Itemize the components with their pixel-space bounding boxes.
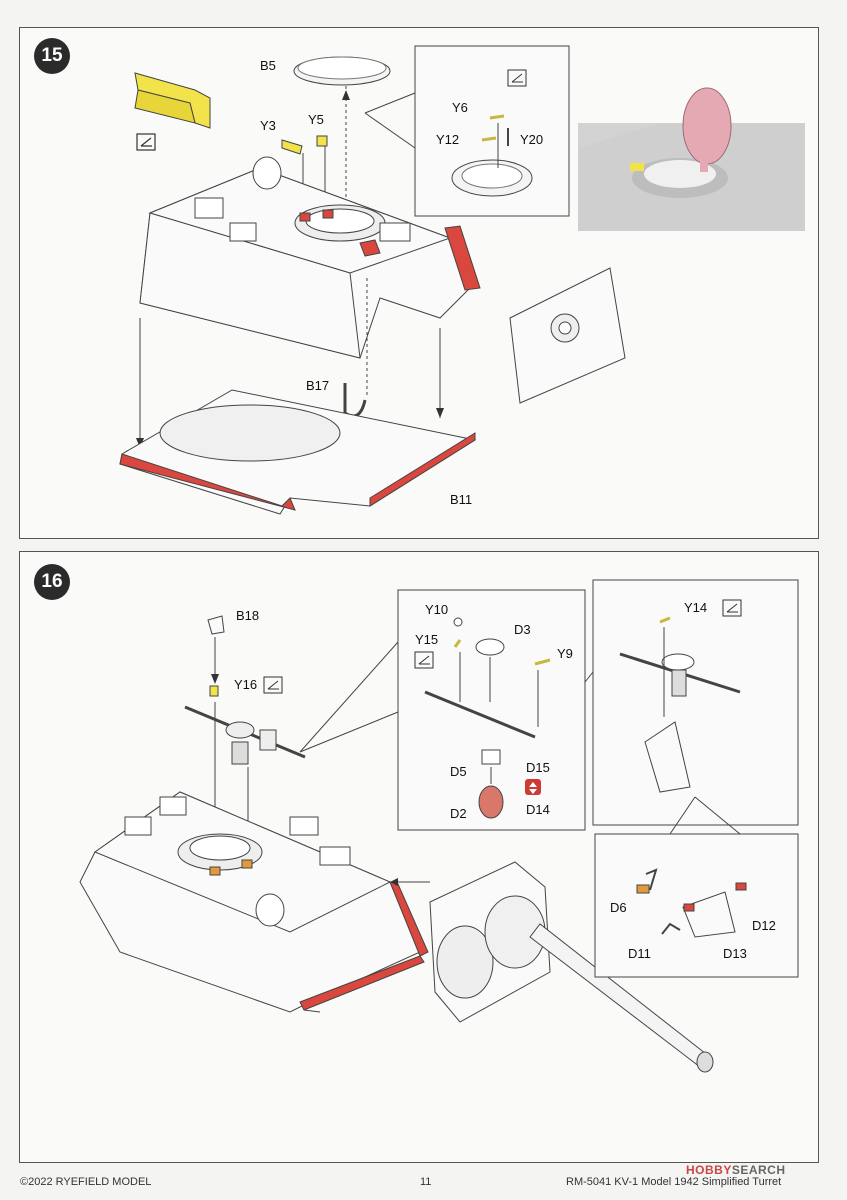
label-b11: B11: [450, 492, 473, 507]
label-b17: B17: [306, 378, 330, 393]
label-d13: D13: [723, 946, 747, 961]
label-y15: Y15: [415, 632, 439, 647]
label-y10: Y10: [425, 602, 449, 617]
label-y12: Y12: [436, 132, 460, 147]
label-d12: D12: [752, 918, 776, 933]
label-d3: D3: [514, 622, 531, 637]
label-d6: D6: [610, 900, 627, 915]
label-y5: Y5: [308, 112, 324, 127]
label-y20: Y20: [520, 132, 544, 147]
label-b5: B5: [260, 58, 276, 73]
step-number-badge: 15: [34, 38, 70, 74]
footer-copyright: ©2022 RYEFIELD MODEL: [20, 1176, 152, 1188]
watermark: HOBBYSEARCH: [686, 1163, 786, 1177]
label-y6: Y6: [452, 100, 468, 115]
watermark-part2: SEARCH: [731, 1163, 786, 1177]
step-15-diagram: [119, 45, 805, 515]
glue-icon: [136, 133, 156, 151]
label-d15: D15: [526, 760, 550, 775]
step-16-panel: 16: [19, 551, 819, 1163]
label-d2: D2: [450, 806, 467, 821]
step-number-badge: 16: [34, 564, 70, 600]
part-y3-bracket: [134, 72, 211, 129]
label-d11: D11: [628, 946, 651, 961]
watermark-part1: HOBBY: [686, 1163, 732, 1177]
machine-gun-mount: [184, 705, 306, 765]
floor-plate-b11: [119, 389, 477, 515]
step-15-panel: 15: [19, 27, 819, 539]
label-y16: Y16: [234, 677, 258, 692]
label-b18: B18: [236, 608, 260, 623]
label-y9: Y9: [557, 646, 573, 661]
label-y3: Y3: [260, 118, 276, 133]
label-y14: Y14: [684, 600, 708, 615]
footer-title: RM-5041 KV-1 Model 1942 Simplified Turre…: [566, 1176, 782, 1188]
reference-photo: [578, 87, 805, 231]
mantlet-and-gun: [429, 861, 714, 1073]
label-d14: D14: [526, 802, 550, 817]
step-16-diagram: [79, 579, 799, 1073]
label-d5: D5: [450, 764, 467, 779]
footer-page-number: 11: [420, 1176, 432, 1188]
